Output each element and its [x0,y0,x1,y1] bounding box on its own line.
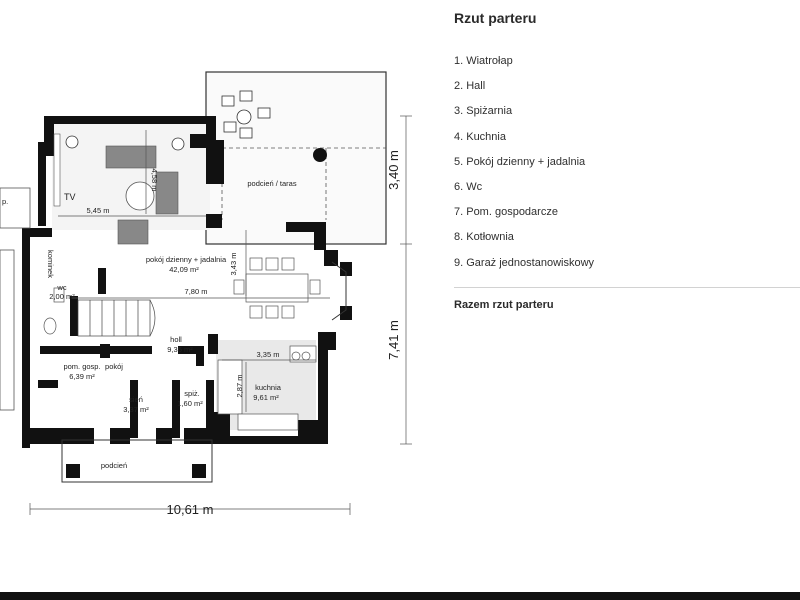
living-floor [52,122,210,230]
kitchen-name: kuchnia [255,383,282,392]
floor-info-panel: Rzut parteru 1. Wiatrołap 2. Hall 3. Spi… [454,0,800,590]
plant-icon [65,135,185,151]
hall-area: 9,36 m² [167,345,193,354]
terrace-outline [205,71,387,245]
walls [22,116,352,478]
terrace-depth-dim: 3,40 m [386,150,401,190]
kitchen-depth-dim: 2,87 m [235,375,244,398]
tv-label: TV [64,192,76,202]
list-item: 1. Wiatrołap [454,55,513,67]
pantry-area: 1,60 m² [177,399,203,408]
kitchen-area: 9,61 m² [253,393,279,402]
wc-fixtures [43,287,65,335]
panel-title: Rzut parteru [454,10,537,26]
living-depth-dim: 4,58 m [150,169,159,192]
living-width-dim: 5,45 m [87,206,110,215]
list-item: 8. Kotłownia [454,231,514,244]
fireplace-label: kominek [46,250,55,278]
vestibule-area: 3,37 m² [123,405,149,414]
cut-off-label: p. [2,197,8,206]
room-list: 1. Wiatrołap 2. Hall 3. Spiżarnia 4. Kuc… [454,52,594,279]
wc-name: wc [56,283,66,292]
tv-panel [53,133,61,207]
wc-area: 2,00 m² [49,292,75,301]
divider [454,287,800,288]
list-item: 7. Pom. gospodarcze [454,206,558,219]
list-item: 2. Hall [454,80,486,93]
garage-car-outline [0,249,15,411]
list-item: 4. Kuchnia [454,130,506,143]
list-item: 6. Wc [454,180,483,193]
living-room-name: pokój dzienny + jadalnia [146,255,227,264]
floor-plan: TV kominek podcień / taras pokój dzienny… [0,71,412,517]
list-item: 5. Pokój dzienny + jadalnia [454,155,586,168]
vestibule-name: sień [129,395,143,404]
bay-window [331,261,347,321]
stairs [77,299,156,337]
room-label: pokój [105,362,123,371]
dining-width-dim: 7,80 m [185,287,208,296]
pantry-name: spiż. [184,389,199,398]
dining-depth-dim: 3,43 m [229,253,238,276]
living-room-area: 42,09 m² [169,265,199,274]
kitchen-counters [217,345,317,431]
total-width-dim: 10,61 m [167,502,214,517]
porch-outline [61,439,213,483]
dimension-lines [29,115,412,515]
dining-table-icon [233,257,321,319]
hall-name: holl [170,335,182,344]
list-item: 9. Garaż jednostanowiskowy [454,256,595,269]
terrace-label: podcień / taras [247,179,296,188]
boiler-room-outline [0,187,31,229]
porch-label: podcień [101,461,127,470]
list-item: 3. Spiżarnia [454,105,513,118]
floor-plan-drawing: TV kominek podcień / taras pokój dzienny… [0,71,412,517]
terrace-column [313,148,327,162]
bottom-bar [0,592,800,600]
kitchen-width-dim: 3,35 m [257,350,280,359]
patio-table-icon [221,90,271,139]
utility-room-name: pom. gosp. [63,362,100,371]
utility-room-area: 6,39 m² [69,372,95,381]
total-depth-dim: 7,41 m [386,320,401,360]
coffee-table [125,181,155,211]
sofa-set-icon [105,145,179,245]
total-area-label: Razem rzut parteru [454,299,554,311]
